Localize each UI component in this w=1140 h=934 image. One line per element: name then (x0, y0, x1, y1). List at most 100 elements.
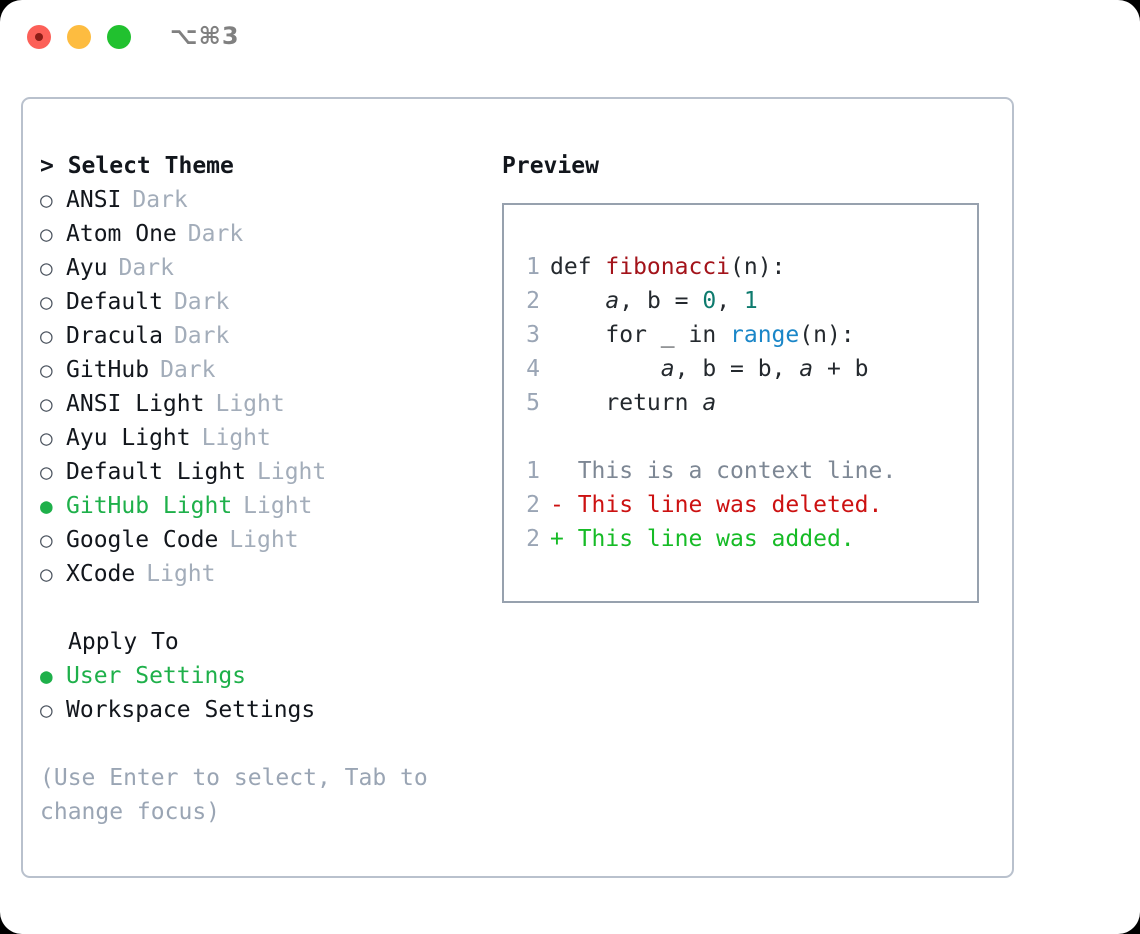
theme-variant-label: Light (201, 425, 271, 451)
radio-unselected-icon: ○ (40, 290, 53, 314)
diff-sample: 1 This is a context line. 2 - This line wa… (504, 454, 977, 556)
code-token: fibonacci (605, 254, 731, 280)
radio-unselected-icon: ○ (40, 460, 53, 484)
radio-unselected-icon: ○ (40, 698, 53, 722)
theme-option-row[interactable]: ○ ANSI Dark (40, 183, 500, 217)
diff-line-number: 2 (526, 492, 540, 518)
theme-name-label: Dracula (66, 323, 163, 349)
code-line-number: 5 (526, 390, 540, 416)
keyboard-shortcut-label: ⌥⌘3 (170, 22, 240, 50)
code-token: a (660, 356, 675, 382)
radio-unselected-icon: ○ (40, 324, 53, 348)
theme-variant-label: Light (229, 527, 299, 553)
theme-option-row[interactable]: ○ XCode Light (40, 557, 500, 591)
theme-variant-label: Dark (118, 255, 174, 281)
theme-option-row[interactable]: ● GitHub Light Light (40, 489, 500, 523)
code-token: 0 (702, 288, 717, 314)
theme-variant-label: Dark (173, 289, 230, 315)
theme-name-label: GitHub Light (66, 493, 233, 519)
code-token: , (716, 288, 744, 314)
code-line: 1 def fibonacci(n): (504, 250, 977, 284)
theme-name-label: Ayu Light (66, 425, 191, 451)
code-line-number: 1 (526, 254, 540, 280)
theme-variant-label: Dark (132, 187, 188, 213)
theme-variant-label: Dark (173, 323, 230, 349)
theme-name-label: ANSI (66, 187, 122, 213)
code-token: return (550, 390, 703, 416)
code-token: , b = (619, 288, 703, 314)
diff-line-number: 2 (526, 526, 540, 552)
code-token: range (730, 322, 800, 348)
code-line-text: a, b = 0, 1 (550, 284, 758, 318)
theme-name-label: XCode (66, 561, 136, 587)
theme-variant-label: Dark (160, 357, 216, 383)
code-token: , b = b, (674, 356, 800, 382)
theme-name-label: GitHub (66, 357, 150, 383)
theme-option-row[interactable]: ○ Ayu Light Light (40, 421, 500, 455)
diff-line-text: + This line was added. (550, 526, 855, 552)
radio-unselected-icon: ○ (40, 528, 53, 552)
theme-option-row[interactable]: ○ ANSI Light Light (40, 387, 500, 421)
code-token (550, 356, 661, 382)
radio-unselected-icon: ○ (40, 188, 53, 212)
radio-selected-icon: ● (40, 494, 53, 518)
diff-line-text: - This line was deleted. (550, 492, 883, 518)
theme-variant-label: Light (146, 561, 216, 587)
theme-name-label: Atom One (66, 221, 177, 247)
apply-to-options[interactable]: ●User Settings ○ Workspace Settings (40, 659, 500, 727)
keyboard-hint-text: (Use Enter to select, Tab to change focu… (40, 765, 442, 825)
radio-unselected-icon: ○ (40, 562, 53, 586)
maximize-button[interactable] (107, 25, 131, 49)
minimize-button[interactable] (67, 25, 91, 49)
code-diff-spacer (504, 420, 977, 454)
radio-unselected-icon: ○ (40, 222, 53, 246)
code-token: (n): (799, 322, 855, 348)
radio-unselected-icon: ○ (40, 392, 53, 416)
radio-unselected-icon: ○ (40, 358, 53, 382)
theme-option-row[interactable]: ○ Atom One Dark (40, 217, 500, 251)
apply-to-option-row[interactable]: ●User Settings (40, 659, 500, 693)
code-token: for _ in (550, 322, 731, 348)
theme-option-row[interactable]: ○ Dracula Dark (40, 319, 500, 353)
apply-to-section: Apply To ●User Settings ○ Workspace Settin… (40, 625, 500, 727)
apply-to-label: Workspace Settings (66, 697, 316, 723)
theme-option-row[interactable]: ○ GitHub Dark (40, 353, 500, 387)
select-theme-heading: > Select Theme (40, 153, 234, 179)
diff-line: 2 - This line was deleted. (504, 488, 977, 522)
apply-to-option-row[interactable]: ○ Workspace Settings (40, 693, 500, 727)
window-controls (27, 25, 131, 49)
title-bar: ⌥⌘3 (0, 0, 1140, 78)
code-line-text: def fibonacci(n): (550, 250, 785, 284)
code-token: 1 (743, 288, 758, 314)
theme-variant-label: Dark (187, 221, 244, 247)
apply-to-heading: Apply To (68, 629, 179, 655)
diff-line-text: This is a context line. (550, 458, 897, 484)
theme-name-label: ANSI Light (66, 391, 205, 417)
theme-variant-label: Light (243, 493, 313, 519)
code-line-number: 4 (526, 356, 540, 382)
radio-unselected-icon: ○ (40, 426, 53, 450)
code-token: (n): (730, 254, 786, 280)
close-button[interactable] (27, 25, 51, 49)
code-token: a (605, 288, 620, 314)
code-token: a (702, 390, 717, 416)
diff-line-number: 1 (526, 458, 540, 484)
code-line: 2 a, b = 0, 1 (504, 284, 977, 318)
radio-selected-icon: ● (40, 664, 53, 688)
code-token: + b (813, 356, 869, 382)
theme-variant-label: Light (215, 391, 285, 417)
diff-line: 1 This is a context line. (504, 454, 977, 488)
code-token: def (550, 254, 606, 280)
code-line: 3 for _ in range(n): (504, 318, 977, 352)
